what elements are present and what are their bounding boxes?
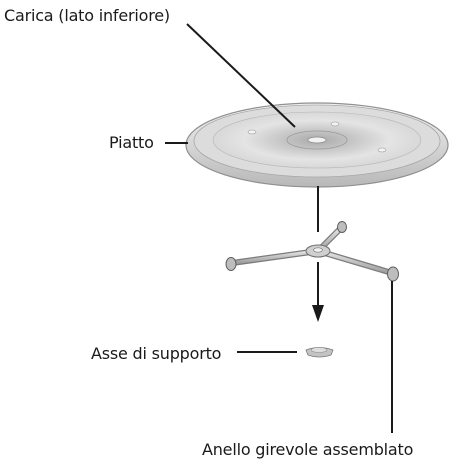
arrow-head-icon (312, 305, 324, 322)
label-asse-di-supporto: Asse di supporto (91, 344, 222, 363)
coupler (305, 347, 334, 358)
roller-ring (225, 221, 399, 282)
glass-plate (185, 102, 449, 188)
leader-line-carica (186, 23, 296, 128)
label-anello-girevole: Anello girevole assemblato (202, 440, 414, 459)
label-carica: Carica (lato inferiore) (4, 6, 170, 25)
label-piatto: Piatto (109, 133, 154, 152)
